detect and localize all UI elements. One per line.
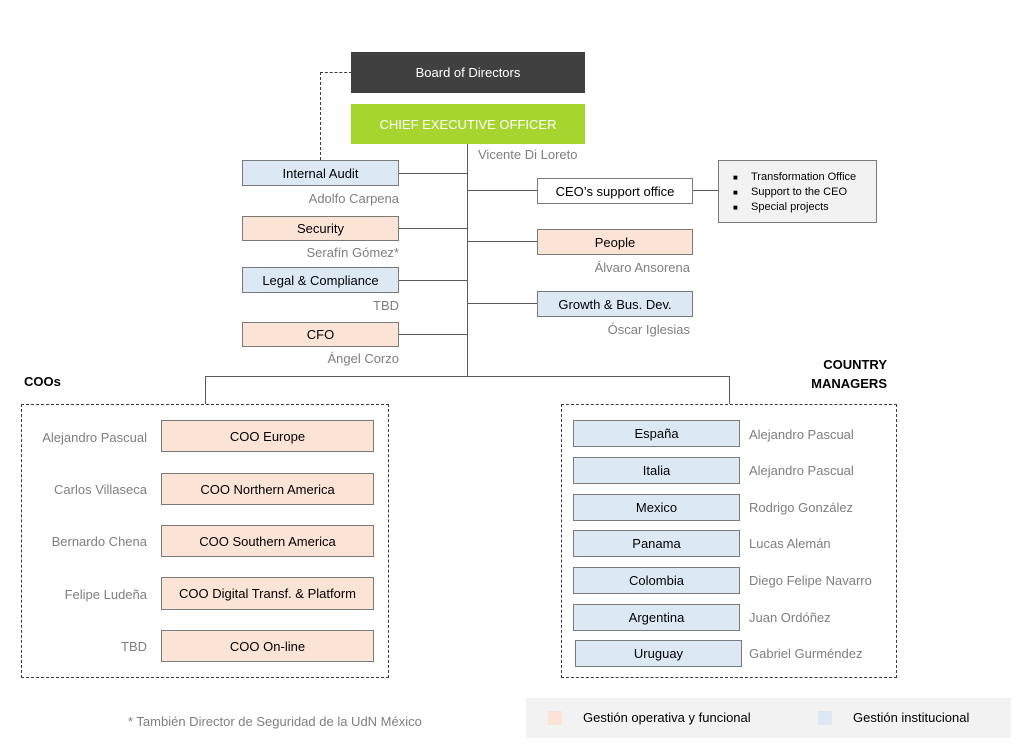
growth-name: Óscar Iglesias xyxy=(607,322,690,337)
country-label: Uruguay xyxy=(633,646,684,661)
internal-audit-box: Internal Audit xyxy=(242,160,399,186)
coos-title: COOs xyxy=(24,374,61,389)
country-label: Mexico xyxy=(635,500,678,515)
legend-blue-swatch xyxy=(818,711,832,725)
support-list-item: ■Support to the CEO xyxy=(733,186,847,198)
ceo-label: CHIEF EXECUTIVE OFFICER xyxy=(379,116,557,132)
bullet-icon: ■ xyxy=(733,173,738,182)
country-manager-name: Alejandro Pascual xyxy=(749,427,854,442)
legend-orange-label: Gestión operativa y funcional xyxy=(583,710,751,725)
internal-audit-name: Adolfo Carpena xyxy=(308,191,399,206)
legal-compliance-box: Legal & Compliance xyxy=(242,267,399,293)
country-manager-name: Alejandro Pascual xyxy=(749,463,854,478)
ceo-box: CHIEF EXECUTIVE OFFICER xyxy=(351,104,585,144)
country-box-mexico: Mexico xyxy=(573,494,740,521)
country-label: Argentina xyxy=(628,610,685,625)
coo-online-box: COO On-line xyxy=(161,630,374,662)
cfo-label: CFO xyxy=(306,327,335,342)
coo-digital-transf-box: COO Digital Transf. & Platform xyxy=(161,577,374,610)
people-box: People xyxy=(537,229,693,255)
coo-southern-america-box: COO Southern America xyxy=(161,525,374,557)
country-label: Panama xyxy=(632,536,681,551)
internal-audit-label: Internal Audit xyxy=(282,165,359,181)
connector-cfo xyxy=(399,334,467,335)
legend-blue-label: Gestión institucional xyxy=(853,710,970,725)
coo-digital-transf-label: COO Digital Transf. & Platform xyxy=(179,586,356,601)
bullet-icon: ■ xyxy=(733,203,738,212)
growth-box: Growth & Bus. Dev. xyxy=(537,291,693,317)
connector-coos xyxy=(205,376,206,404)
country-box-italia: Italia xyxy=(573,457,740,484)
people-name: Álvaro Ansorena xyxy=(594,260,690,275)
coo-person-name: Bernardo Chena xyxy=(51,534,147,549)
connector-country-managers xyxy=(729,376,730,404)
legal-compliance-label: Legal & Compliance xyxy=(262,272,379,288)
country-manager-name: Gabriel Gurméndez xyxy=(749,646,863,661)
connector-internal-audit xyxy=(399,173,467,174)
country-managers-group xyxy=(561,404,897,678)
coo-online-label: COO On-line xyxy=(229,638,306,654)
country-box-argentina: Argentina xyxy=(573,604,740,631)
legend-orange-swatch xyxy=(548,711,562,725)
coo-person-name: Felipe Ludeña xyxy=(64,587,147,602)
country-label: Italia xyxy=(642,463,671,478)
country-managers-title-line2: MANAGERS xyxy=(811,376,887,391)
growth-label: Growth & Bus. Dev. xyxy=(558,296,672,312)
coo-person-name: Alejandro Pascual xyxy=(42,430,147,445)
country-box-espana: España xyxy=(573,420,740,447)
coo-europe-box: COO Europe xyxy=(161,420,374,452)
country-label: España xyxy=(634,426,679,441)
ceo-name: Vicente Di Loreto xyxy=(478,147,578,162)
connector-security xyxy=(399,228,467,229)
security-box: Security xyxy=(242,216,399,241)
country-manager-name: Rodrigo González xyxy=(749,500,854,515)
coo-europe-label: COO Europe xyxy=(229,428,306,444)
board-label: Board of Directors xyxy=(415,65,521,80)
country-managers-title: COUNTRY MANAGERS xyxy=(811,355,887,393)
bullet-icon: ■ xyxy=(733,188,738,197)
country-box-uruguay: Uruguay xyxy=(575,640,742,667)
board-dashed-connector xyxy=(320,72,352,160)
country-manager-name: Diego Felipe Navarro xyxy=(749,573,872,588)
board-of-directors-box: Board of Directors xyxy=(351,52,585,93)
ceo-trunk-line xyxy=(467,144,468,377)
cfo-box: CFO xyxy=(242,322,399,347)
coo-person-name: Carlos Villaseca xyxy=(54,482,147,497)
country-manager-name: Juan Ordóñez xyxy=(749,610,831,625)
cfo-name: Ángel Corzo xyxy=(327,351,399,366)
country-box-panama: Panama xyxy=(573,530,740,557)
country-managers-title-line1: COUNTRY xyxy=(823,357,887,372)
connector-support-list xyxy=(693,190,719,191)
legal-compliance-name: TBD xyxy=(373,298,399,313)
people-label: People xyxy=(594,234,636,250)
country-box-colombia: Colombia xyxy=(573,567,740,594)
coo-person-name: TBD xyxy=(121,639,147,654)
security-name: Serafín Gómez* xyxy=(306,245,400,260)
footnote: * También Director de Seguridad de la Ud… xyxy=(128,714,422,729)
support-list-item: ■Transformation Office xyxy=(733,171,857,183)
coos-group xyxy=(21,404,389,678)
support-list-item: ■Special projects xyxy=(733,201,829,213)
coo-northern-america-box: COO Northern America xyxy=(161,473,374,505)
connector-support-office xyxy=(468,190,537,191)
ceo-support-office-label: CEO’s support office xyxy=(555,183,675,199)
bottom-horizontal-line xyxy=(205,376,730,377)
country-manager-name: Lucas Alemán xyxy=(749,536,831,551)
connector-growth xyxy=(468,303,537,304)
country-label: Colombia xyxy=(629,573,684,588)
support-office-list: ■Transformation Office ■Support to the C… xyxy=(718,160,877,223)
ceo-support-office-box: CEO’s support office xyxy=(537,178,693,204)
coo-southern-america-label: COO Southern America xyxy=(199,533,336,549)
legend: Gestión operativa y funcional Gestión in… xyxy=(526,698,1011,738)
connector-people xyxy=(468,241,537,242)
connector-legal xyxy=(399,280,467,281)
security-label: Security xyxy=(297,221,344,236)
coo-northern-america-label: COO Northern America xyxy=(200,481,335,497)
